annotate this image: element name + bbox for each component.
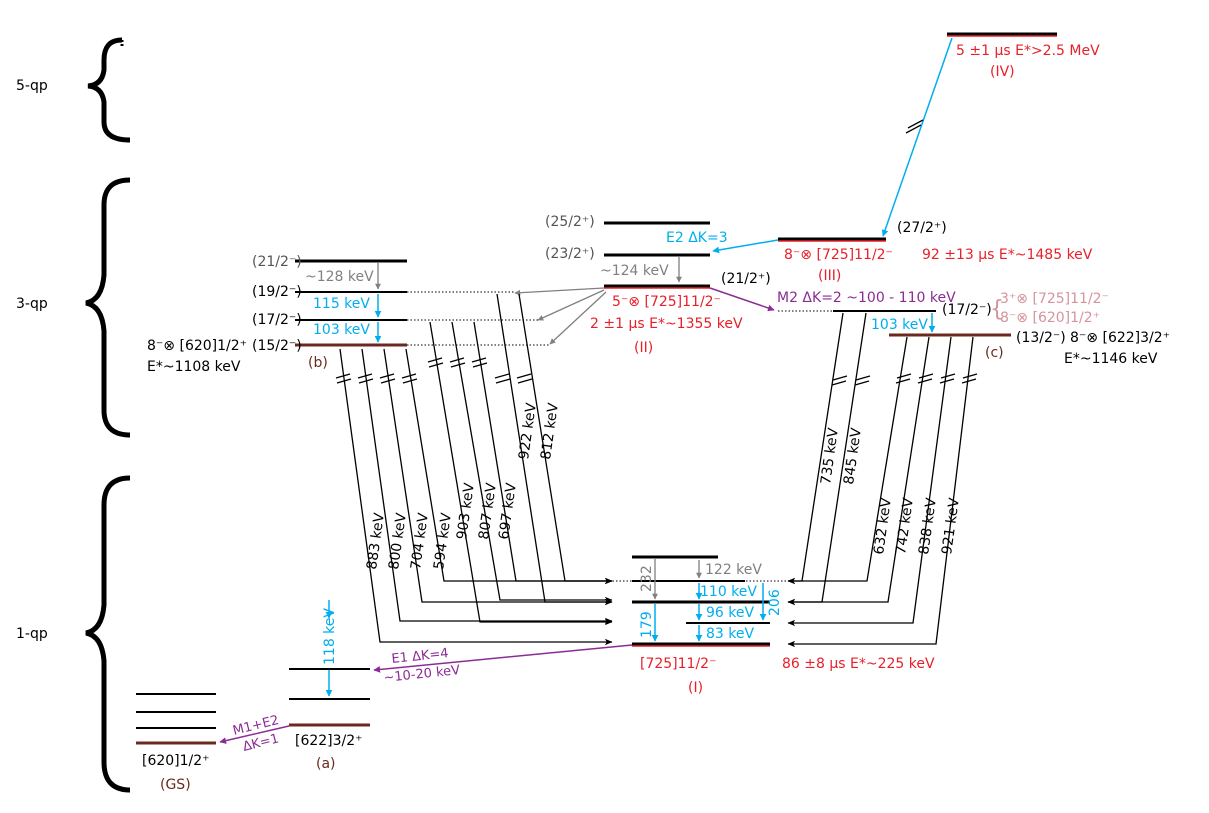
e1-transition bbox=[373, 644, 633, 673]
iv-label: (IV) bbox=[990, 64, 1015, 80]
gamma-704: 704 keV bbox=[408, 511, 432, 570]
i-gamma-83: 83 keV bbox=[706, 626, 754, 642]
e2-label: E2 ΔK=3 bbox=[666, 230, 728, 246]
i-gamma-110: 110 keV bbox=[700, 584, 757, 600]
e1-label-a: E1 ΔK=4 bbox=[391, 646, 449, 667]
c-label: (c) bbox=[985, 345, 1004, 361]
c-energy: E*~1146 keV bbox=[1064, 351, 1158, 367]
e2-transition bbox=[712, 239, 779, 254]
gamma-903: 903 keV bbox=[454, 481, 478, 540]
iv-to-iii-transition bbox=[881, 37, 953, 237]
gamma-883: 883 keV bbox=[364, 511, 388, 570]
isomer-iii: (27/2⁺) 8⁻⊗ [725]11/2⁻ 92 ±13 µs E*~1485… bbox=[666, 220, 1093, 284]
qp-braces: 5-qp 3-qp 1-qp bbox=[16, 37, 131, 793]
label-1qp: 1-qp bbox=[16, 626, 48, 642]
iii-label: (III) bbox=[818, 268, 841, 284]
brace-3qp bbox=[85, 177, 131, 438]
right-feeding-transitions: 735 keV 845 keV 632 keV 742 keV 838 keV … bbox=[787, 312, 978, 648]
iii-config: 8⁻⊗ [725]11/2⁻ bbox=[784, 247, 893, 263]
ii-label: (II) bbox=[634, 340, 653, 356]
b-gamma-128: ~128 keV bbox=[305, 269, 374, 285]
ii-halflife: 2 ±1 µs E*~1355 keV bbox=[590, 316, 743, 332]
gamma-800: 800 keV bbox=[386, 511, 410, 570]
a-config: [622]3/2⁺ bbox=[295, 733, 363, 749]
gamma-921: 921 keV bbox=[939, 496, 963, 555]
c-alt-config-1: 3⁺⊗ [725]11/2⁻ bbox=[1000, 291, 1109, 307]
c-config: 8⁻⊗ [622]3/2⁺ bbox=[1070, 330, 1170, 346]
g118-label: 118 keV bbox=[322, 608, 338, 665]
iii-halflife: 92 ±13 µs E*~1485 keV bbox=[922, 247, 1093, 263]
i-cross-232: 232 bbox=[639, 565, 655, 592]
brace-1qp bbox=[85, 475, 131, 793]
label-3qp: 3-qp bbox=[16, 296, 48, 312]
band-a-and-gs: 118 keV [622]3/2⁺ (a) [620]1/2⁺ (GS) M1+… bbox=[136, 600, 633, 793]
c-spin-top: (17/2⁻) bbox=[942, 302, 992, 318]
gamma-594: 594 keV bbox=[431, 511, 455, 570]
gamma-812: 812 keV bbox=[538, 401, 562, 460]
i-gamma-122: 122 keV bbox=[705, 562, 762, 578]
gamma-742: 742 keV bbox=[893, 496, 917, 555]
b-energy: E*~1108 keV bbox=[147, 359, 241, 375]
label-5qp: 5-qp bbox=[16, 78, 48, 94]
left-feeding-transitions: 883 keV 800 keV 704 keV 594 keV 903 keV … bbox=[335, 293, 613, 646]
b-gamma-103: 103 keV bbox=[313, 322, 370, 338]
gamma-697: 697 keV bbox=[496, 481, 520, 540]
b-gamma-115: 115 keV bbox=[313, 296, 370, 312]
c-gamma: 103 keV bbox=[871, 317, 928, 333]
gs-config: [620]1/2⁺ bbox=[142, 753, 210, 769]
gamma-735: 735 keV bbox=[818, 426, 842, 485]
c-alt-config-2: 8⁻⊗ [620]1/2⁺ bbox=[1000, 310, 1100, 326]
isomer-i-band: 122 keV 110 keV 96 keV 83 keV 232 179 20… bbox=[448, 555, 935, 696]
gamma-632: 632 keV bbox=[871, 496, 895, 555]
a-label: (a) bbox=[316, 756, 336, 772]
m2-label: M2 ΔK=2 ~100 - 110 keV bbox=[777, 290, 956, 306]
m2-transition bbox=[709, 287, 775, 312]
isomer-iv: 5 ±1 µs E*>2.5 MeV (IV) bbox=[881, 32, 1100, 237]
i-config: [725]11/2⁻ bbox=[640, 656, 716, 672]
b-spin-15: (15/2⁻) bbox=[252, 338, 302, 354]
band-b: (21/2⁻) (19/2⁻) (17/2⁻) (15/2⁻) ~128 keV… bbox=[147, 254, 550, 375]
m1e2-transition bbox=[219, 725, 290, 744]
iii-spin: (27/2⁺) bbox=[897, 220, 947, 236]
ii-spin-top: (25/2⁺) bbox=[545, 214, 595, 230]
b-config: 8⁻⊗ [620]1/2⁺ bbox=[147, 338, 247, 354]
c-alt-brace: { bbox=[990, 297, 1004, 322]
iv-halflife: 5 ±1 µs E*>2.5 MeV bbox=[956, 43, 1100, 59]
ii-spin: (21/2⁺) bbox=[721, 271, 771, 287]
i-gamma-96: 96 keV bbox=[706, 605, 754, 621]
gamma-922: 922 keV bbox=[516, 401, 540, 460]
gamma-845: 845 keV bbox=[841, 426, 865, 485]
ii-config: 5⁻⊗ [725]11/2⁻ bbox=[612, 294, 721, 310]
i-cross-206: 206 bbox=[767, 589, 783, 616]
gamma-838: 838 keV bbox=[916, 496, 940, 555]
gray124-label: ~124 keV bbox=[600, 263, 669, 279]
ii-spin-mid: (23/2⁺) bbox=[545, 246, 595, 262]
b-spin-17: (17/2⁻) bbox=[252, 312, 302, 328]
brace-5qp bbox=[87, 37, 131, 143]
b-spin-19: (19/2⁻) bbox=[252, 284, 302, 300]
isomer-ii-band: (25/2⁺) (23/2⁺) (21/2⁺) ~124 keV 5⁻⊗ [72… bbox=[514, 214, 956, 356]
i-cross-179: 179 bbox=[639, 611, 655, 638]
b-label: (b) bbox=[308, 355, 328, 371]
b-spin-21: (21/2⁻) bbox=[252, 254, 302, 270]
c-spin-head: (13/2⁻) bbox=[1016, 330, 1066, 346]
gs-label: (GS) bbox=[160, 777, 191, 793]
gamma-807: 807 keV bbox=[476, 481, 500, 540]
i-halflife: 86 ±8 µs E*~225 keV bbox=[782, 656, 935, 672]
i-label: (I) bbox=[688, 680, 703, 696]
band-c: (17/2⁻) 103 keV (13/2⁻) 8⁻⊗ [622]3/2⁺ E*… bbox=[778, 291, 1170, 367]
